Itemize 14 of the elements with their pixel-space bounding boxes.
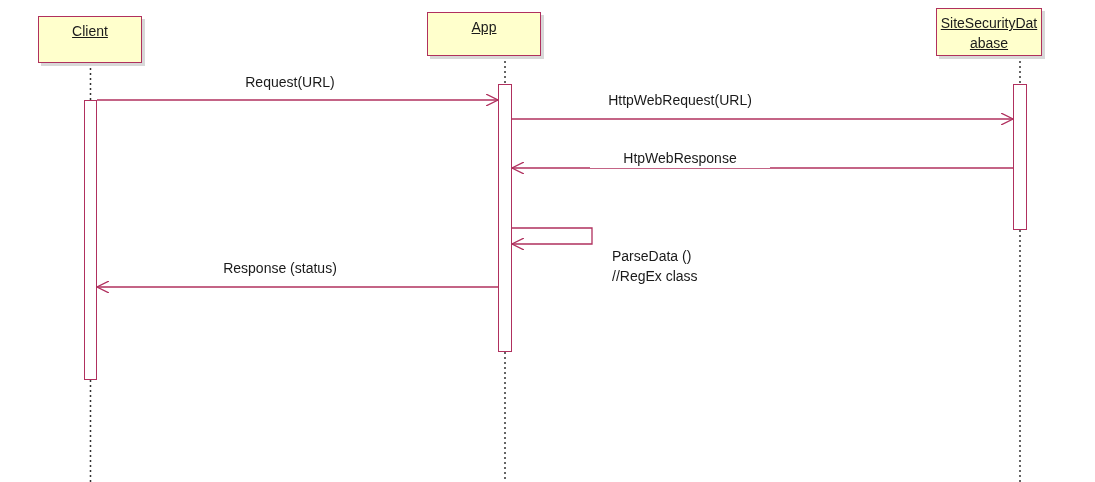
participant-box: App xyxy=(427,12,541,56)
participant-box: Client xyxy=(38,16,142,63)
message-arrow xyxy=(96,280,499,294)
activation-bar xyxy=(498,84,512,352)
lifeline xyxy=(504,351,506,482)
message-arrow xyxy=(511,161,1014,175)
lifeline xyxy=(89,379,92,482)
lifeline xyxy=(1019,229,1021,482)
message-arrow xyxy=(96,93,499,107)
activation-bar xyxy=(84,100,97,380)
activation-bar xyxy=(1013,84,1027,230)
participant-box: SiteSecurityDatabase xyxy=(936,8,1042,56)
message-arrow xyxy=(511,227,593,251)
message-arrow xyxy=(511,112,1014,126)
